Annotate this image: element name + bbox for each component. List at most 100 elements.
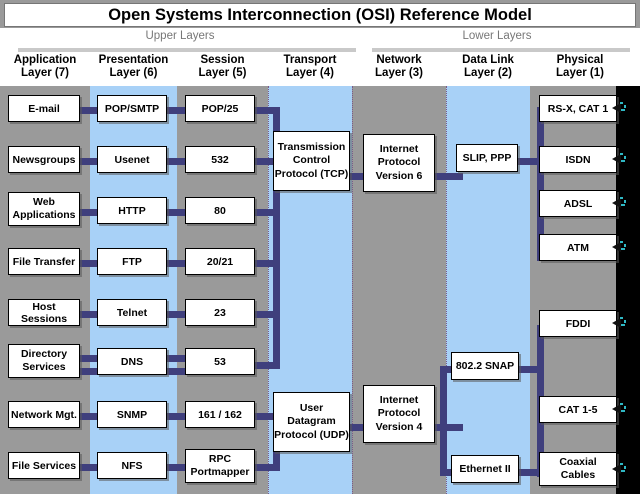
protocol-box-physical[interactable]: CAT 1-5 [539, 396, 617, 423]
column-header-presentation: Presentation Layer (6) [90, 54, 177, 79]
group-rule-upper [18, 48, 356, 52]
connector-pres-session [167, 107, 187, 114]
edge-arrow-icon [612, 240, 628, 254]
group-rule-lower [372, 48, 630, 52]
column-header-sub: Layer (4) [286, 66, 334, 79]
connector-app-pres [80, 158, 100, 165]
protocol-box-physical[interactable]: FDDI [539, 310, 617, 337]
header-zone: Upper Layers Lower Layers Application La… [0, 28, 640, 86]
connector-pres-session [167, 368, 187, 375]
connector-pres-session [167, 158, 187, 165]
connector-pres-session [167, 355, 187, 362]
protocol-box-presentation[interactable]: SNMP [97, 401, 167, 428]
group-label-lower: Lower Layers [462, 30, 532, 42]
connector-app-pres [80, 260, 100, 267]
column-header-sub: Layer (6) [109, 66, 158, 79]
connector-session-bus [255, 464, 280, 471]
column-header-datalink: Data Link Layer (2) [446, 54, 530, 79]
column-header-sub: Layer (1) [556, 66, 604, 79]
column-separator [446, 86, 447, 494]
protocol-box-physical[interactable]: ADSL [539, 190, 617, 217]
connector-pres-session [167, 209, 187, 216]
edge-arrow-icon [612, 196, 628, 210]
edge-arrow-icon [612, 101, 628, 115]
column-header-name: Application [13, 54, 77, 66]
connector-session-bus [255, 107, 280, 114]
edge-arrow-icon [612, 402, 628, 416]
connector-session-bus [255, 260, 280, 267]
connector-app-pres [80, 107, 100, 114]
protocol-box-application[interactable]: File Services [8, 452, 80, 479]
protocol-box-application[interactable]: E-mail [8, 95, 80, 122]
connector-slip-bus [518, 158, 544, 165]
diagram-title-bar: Open Systems Interconnection (OSI) Refer… [4, 3, 636, 27]
edge-arrow-icon [612, 152, 628, 166]
connector-ipv4-datalink [435, 424, 463, 431]
column-header-physical: Physical Layer (1) [530, 54, 630, 79]
group-label-upper: Upper Layers [145, 30, 215, 42]
column-header-name: Session [200, 54, 245, 66]
connector-session-bus [255, 362, 280, 369]
protocol-box-presentation[interactable]: POP/SMTP [97, 95, 167, 122]
protocol-box-application[interactable]: Network Mgt. [8, 401, 80, 428]
protocol-box-session[interactable]: POP/25 [185, 95, 255, 122]
column-separator [352, 86, 353, 494]
connector-pres-session [167, 464, 187, 471]
protocol-box-session[interactable]: 161 / 162 [185, 401, 255, 428]
protocol-box-presentation[interactable]: FTP [97, 248, 167, 275]
connector-snap-bus [518, 366, 544, 373]
column-header-name: Network [376, 54, 422, 66]
connector-app-pres [80, 209, 100, 216]
protocol-box-datalink[interactable]: 802.2 SNAP [451, 352, 519, 380]
connector-pres-session [167, 413, 187, 420]
column-header-transport: Transport Layer (4) [268, 54, 352, 79]
protocol-box-application[interactable]: Host Sessions [8, 299, 80, 326]
protocol-box-physical[interactable]: RS-X, CAT 1 [539, 95, 617, 122]
physical-bus-upper [537, 107, 544, 261]
protocol-box-presentation[interactable]: Usenet [97, 146, 167, 173]
connector-tcp-ipv6 [345, 173, 377, 180]
protocol-box-session[interactable]: 53 [185, 348, 255, 375]
connector-pres-session [167, 311, 187, 318]
protocol-box-presentation[interactable]: NFS [97, 452, 167, 479]
column-header-session: Session Layer (5) [177, 54, 268, 79]
right-edge-strip [616, 86, 640, 494]
connector-app-pres [80, 464, 100, 471]
column-separator [268, 86, 269, 494]
protocol-box-session[interactable]: 80 [185, 197, 255, 224]
protocol-box-session[interactable]: 532 [185, 146, 255, 173]
column-header-sub: Layer (5) [198, 66, 247, 79]
protocol-box-datalink[interactable]: SLIP, PPP [456, 144, 518, 172]
protocol-box-session[interactable]: 23 [185, 299, 255, 326]
protocol-box-presentation[interactable]: Telnet [97, 299, 167, 326]
connector-session-bus [255, 413, 280, 420]
column-header-application: Application Layer (7) [0, 54, 90, 79]
protocol-box-application[interactable]: Newsgroups [8, 146, 80, 173]
protocol-box-session[interactable]: 20/21 [185, 248, 255, 275]
protocol-box-presentation[interactable]: DNS [97, 348, 167, 375]
connector-ipv6-datalink [435, 173, 463, 180]
protocol-box-physical[interactable]: ATM [539, 234, 617, 261]
connector-app-pres [80, 311, 100, 318]
protocol-box-presentation[interactable]: HTTP [97, 197, 167, 224]
connector-eth-bus [518, 469, 544, 476]
connector-udp-ipv4 [345, 424, 377, 431]
tcp-bus-vertical [273, 107, 280, 369]
page-title: Open Systems Interconnection (OSI) Refer… [108, 5, 532, 24]
protocol-box-application[interactable]: File Transfer [8, 248, 80, 275]
connector-session-bus [255, 209, 280, 216]
connector-session-bus [255, 158, 280, 165]
column-header-name: Transport [283, 54, 337, 66]
protocol-box-datalink[interactable]: Ethernet II [451, 455, 519, 483]
connector-pres-session [167, 260, 187, 267]
protocol-box-physical[interactable]: ISDN [539, 146, 617, 173]
connector-app-pres [80, 355, 100, 362]
